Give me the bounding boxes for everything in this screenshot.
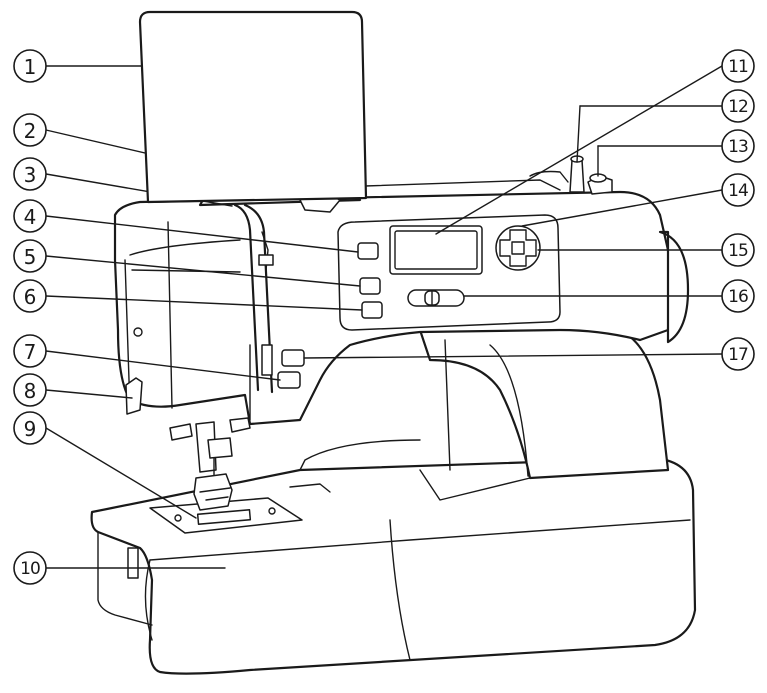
callouts: 1 2 3 4 5 6 7 8 9 10 11 12 13 14 15 16 1… bbox=[13, 49, 755, 585]
button-6 bbox=[361, 301, 383, 319]
callout-4: 4 bbox=[13, 199, 47, 233]
callout-7-number: 7 bbox=[24, 340, 37, 364]
callout-5: 5 bbox=[13, 239, 47, 273]
sewing-machine-illustration bbox=[90, 155, 697, 675]
presser-foot bbox=[193, 473, 233, 511]
leader-12b bbox=[576, 105, 581, 163]
callout-13-number: 13 bbox=[728, 137, 748, 157]
base-latch bbox=[127, 547, 139, 579]
callout-2: 2 bbox=[13, 113, 47, 147]
leader-lines bbox=[45, 65, 723, 569]
callout-11: 11 bbox=[721, 49, 755, 83]
lcd-screen bbox=[389, 225, 483, 275]
callout-16: 16 bbox=[721, 279, 755, 313]
button-5 bbox=[359, 277, 381, 295]
callout-3-number: 3 bbox=[24, 163, 37, 187]
callout-15-number: 15 bbox=[728, 241, 748, 261]
selection-dial bbox=[495, 225, 541, 271]
top-lid bbox=[138, 10, 368, 204]
machine-pillar bbox=[418, 318, 670, 480]
leader-8 bbox=[45, 389, 133, 399]
callout-17: 17 bbox=[721, 337, 755, 371]
callout-2-number: 2 bbox=[24, 119, 37, 143]
leader-5 bbox=[45, 255, 361, 287]
callout-7: 7 bbox=[13, 334, 47, 368]
head-screw bbox=[133, 327, 143, 337]
leader-7 bbox=[45, 350, 281, 381]
callout-12: 12 bbox=[721, 89, 755, 123]
callout-3: 3 bbox=[13, 157, 47, 191]
button-4 bbox=[357, 242, 379, 260]
callout-8: 8 bbox=[13, 373, 47, 407]
hand-wheel bbox=[658, 230, 690, 344]
button-7 bbox=[277, 371, 301, 389]
callout-11-number: 11 bbox=[728, 57, 748, 77]
callout-12-number: 12 bbox=[728, 97, 748, 117]
presser-bar bbox=[195, 421, 217, 473]
callout-5-number: 5 bbox=[24, 245, 37, 269]
callout-9-number: 9 bbox=[24, 417, 37, 441]
leader-11 bbox=[435, 65, 723, 235]
callout-17-number: 17 bbox=[728, 345, 748, 365]
callout-4-number: 4 bbox=[24, 205, 37, 229]
callout-14-number: 14 bbox=[728, 181, 748, 201]
callout-1-number: 1 bbox=[24, 55, 37, 79]
leader-9 bbox=[45, 427, 197, 519]
leader-6 bbox=[45, 295, 363, 311]
callout-14: 14 bbox=[721, 173, 755, 207]
take-up-lever bbox=[258, 254, 274, 266]
callout-8-number: 8 bbox=[24, 379, 37, 403]
callout-1: 1 bbox=[13, 49, 47, 83]
callout-13: 13 bbox=[721, 129, 755, 163]
callout-15: 15 bbox=[721, 233, 755, 267]
leader-17 bbox=[303, 353, 723, 359]
callout-9: 9 bbox=[13, 411, 47, 445]
callout-6: 6 bbox=[13, 279, 47, 313]
thread-cutter bbox=[125, 377, 143, 415]
callout-10-number: 10 bbox=[20, 559, 40, 579]
callout-10: 10 bbox=[13, 551, 47, 585]
button-17 bbox=[281, 349, 305, 367]
spool-pin bbox=[569, 159, 585, 193]
leader-14 bbox=[521, 189, 723, 227]
callout-16-number: 16 bbox=[728, 287, 748, 307]
leader-4 bbox=[45, 215, 359, 253]
callout-6-number: 6 bbox=[24, 285, 37, 309]
